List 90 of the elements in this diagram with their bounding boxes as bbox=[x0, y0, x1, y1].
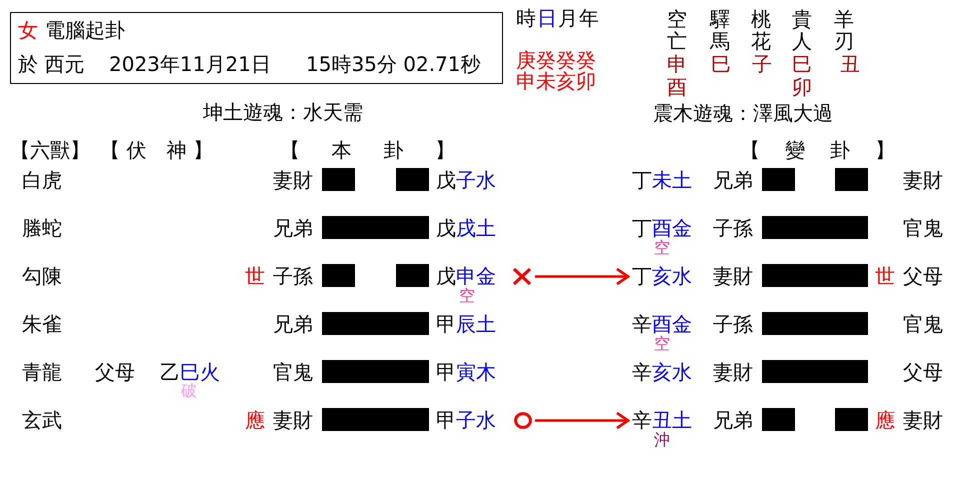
arrow bbox=[535, 268, 630, 286]
hexagram-name: 坤土遊魂：水天需 bbox=[203, 102, 363, 122]
stem-label: 辛 bbox=[632, 314, 652, 334]
branch-label: 巳火 bbox=[180, 362, 220, 382]
stem-label: 甲 bbox=[436, 362, 456, 382]
column-heading: 空亡 bbox=[667, 8, 687, 52]
branch-label: 子水 bbox=[456, 170, 496, 190]
column-heading: 【六獸】 bbox=[10, 140, 90, 160]
relation-label: 兄弟 bbox=[273, 314, 313, 334]
ring-mark-icon bbox=[514, 412, 532, 429]
relation-label: 父母 bbox=[95, 362, 135, 382]
relation-label: 妻財 bbox=[903, 170, 943, 190]
stem-label: 辛 bbox=[632, 362, 652, 382]
spirit-label: 青龍 bbox=[22, 362, 62, 382]
relation-label: 兄弟 bbox=[713, 410, 753, 430]
branch-label: 亥水 bbox=[652, 362, 692, 382]
stem-label: 戊 bbox=[436, 266, 456, 286]
relation-label: 妻財 bbox=[713, 266, 753, 286]
column-heading: 羊刃 bbox=[834, 8, 854, 52]
relation-label: 兄弟 bbox=[273, 218, 313, 238]
header-panel bbox=[10, 12, 503, 84]
column-heading: 驛馬 bbox=[710, 8, 730, 52]
branch-label: 戌土 bbox=[456, 218, 496, 238]
relation-label: 官鬼 bbox=[273, 362, 313, 382]
position-mark: 世 bbox=[875, 266, 895, 286]
relation-label: 妻財 bbox=[903, 410, 943, 430]
stem-label: 乙 bbox=[160, 362, 180, 382]
spirit-label: 螣蛇 bbox=[22, 218, 62, 238]
relation-label: 子孫 bbox=[713, 314, 753, 334]
spirit-label: 白虎 bbox=[22, 170, 62, 190]
branch-label: 申金 bbox=[456, 266, 496, 286]
column-heading: 【伏 神】 bbox=[100, 140, 213, 160]
hexagram-name: 震木遊魂：澤風大過 bbox=[653, 103, 833, 123]
pillar-heading: 日 bbox=[537, 8, 557, 28]
column-heading: 【 變 卦 】 bbox=[740, 140, 895, 160]
spirit-label: 玄武 bbox=[22, 410, 62, 430]
table-value: 巳 bbox=[792, 54, 812, 74]
status-mark: 空 bbox=[654, 240, 670, 256]
status-mark: 空 bbox=[654, 336, 670, 352]
relation-label: 妻財 bbox=[273, 410, 313, 430]
status-mark: 破 bbox=[181, 383, 197, 399]
status-mark: 空 bbox=[459, 288, 475, 304]
stem-label: 甲 bbox=[436, 410, 456, 430]
time-text: 15時35分 02.71秒 bbox=[306, 54, 481, 74]
table-value: 巳 bbox=[711, 54, 731, 74]
stem-label: 丁 bbox=[632, 170, 652, 190]
column-heading: 桃花 bbox=[751, 8, 771, 52]
gender-label: 女 bbox=[18, 20, 38, 40]
branch-label: 寅木 bbox=[456, 362, 496, 382]
relation-label: 妻財 bbox=[273, 170, 313, 190]
relation-label: 妻財 bbox=[713, 362, 753, 382]
stem-label: 丁 bbox=[632, 218, 652, 238]
branch-label: 未土 bbox=[652, 170, 692, 190]
branch-row-text: 申未亥卯 bbox=[516, 71, 596, 91]
table-value: 酉 bbox=[667, 77, 687, 97]
spirit-label: 朱雀 bbox=[22, 314, 62, 334]
stem-label: 戊 bbox=[436, 170, 456, 190]
branch-label: 酉金 bbox=[652, 314, 692, 334]
relation-label: 父母 bbox=[903, 266, 943, 286]
status-mark: 沖 bbox=[654, 432, 670, 448]
relation-label: 父母 bbox=[903, 362, 943, 382]
position-mark: 世 bbox=[245, 266, 265, 286]
relation-label: 兄弟 bbox=[713, 170, 753, 190]
branch-label: 子水 bbox=[456, 410, 496, 430]
relation-label: 官鬼 bbox=[903, 218, 943, 238]
table-value: 丑 bbox=[840, 54, 860, 74]
spirit-label: 勾陳 bbox=[22, 266, 62, 286]
column-heading: 【 本 卦 】 bbox=[280, 140, 455, 160]
table-value: 子 bbox=[752, 54, 772, 74]
stem-label: 戊 bbox=[436, 218, 456, 238]
cross-mark-icon bbox=[512, 267, 532, 286]
relation-label: 子孫 bbox=[713, 218, 753, 238]
position-mark: 應 bbox=[245, 410, 265, 430]
table-value: 卯 bbox=[792, 77, 812, 97]
changed-line-label: 丁亥水 bbox=[632, 266, 692, 286]
relation-label: 子孫 bbox=[273, 266, 313, 286]
column-heading: 貴人 bbox=[792, 8, 812, 52]
branch-label: 酉金 bbox=[652, 218, 692, 238]
position-mark: 應 bbox=[875, 410, 895, 430]
relation-label: 官鬼 bbox=[903, 314, 943, 334]
pillar-heading: 年 bbox=[579, 8, 599, 28]
arrow bbox=[535, 412, 630, 430]
date-text: 2023年11月21日 bbox=[109, 54, 271, 74]
changed-line-label: 辛丑土 bbox=[632, 410, 692, 430]
stem-label: 甲 bbox=[436, 314, 456, 334]
table-value: 申 bbox=[667, 54, 687, 74]
pillar-heading: 月 bbox=[558, 8, 578, 28]
method-title: 電腦起卦 bbox=[45, 20, 125, 40]
date-prefix: 於 西元 bbox=[18, 54, 84, 74]
branch-label: 辰土 bbox=[456, 314, 496, 334]
